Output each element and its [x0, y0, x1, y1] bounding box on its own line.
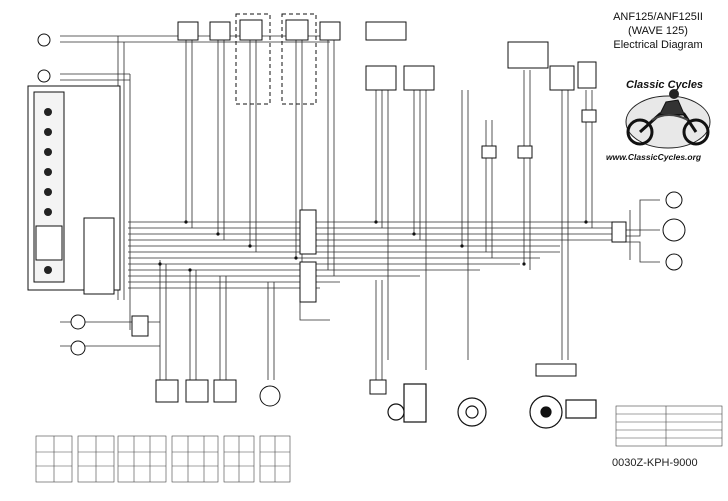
title-line-model: ANF125/ANF125II [613, 11, 703, 23]
logo-url-text: www.ClassicCycles.org [606, 152, 702, 162]
top-left-lamps [37, 33, 51, 83]
logo-brand-text: Classic Cycles [626, 79, 703, 91]
instrument-cluster [27, 85, 121, 295]
part-code: 0030Z-KPH-9000 [612, 457, 698, 469]
bottom-left-lamps [70, 314, 86, 356]
starter-motor [387, 383, 427, 423]
bottom-switches [155, 363, 577, 407]
classic-cycles-logo: Classic Cycles www.ClassicCycles.org [606, 79, 711, 162]
top-connectors [177, 19, 597, 91]
wire-harness [60, 35, 660, 380]
cluster-bulbs [44, 108, 52, 274]
diagram-title: ANF125/ANF125II (WAVE 125) Electrical Di… [598, 10, 718, 52]
mid-connectors [131, 109, 627, 337]
alternator [457, 397, 487, 427]
ignition-switch [529, 395, 597, 429]
dashed-groups [235, 13, 317, 105]
title-line-subject: Electrical Diagram [613, 39, 703, 51]
title-line-variant: (WAVE 125) [628, 25, 688, 37]
junction-dots [158, 220, 588, 272]
switch-tables [35, 405, 723, 483]
right-lamps [662, 191, 686, 271]
